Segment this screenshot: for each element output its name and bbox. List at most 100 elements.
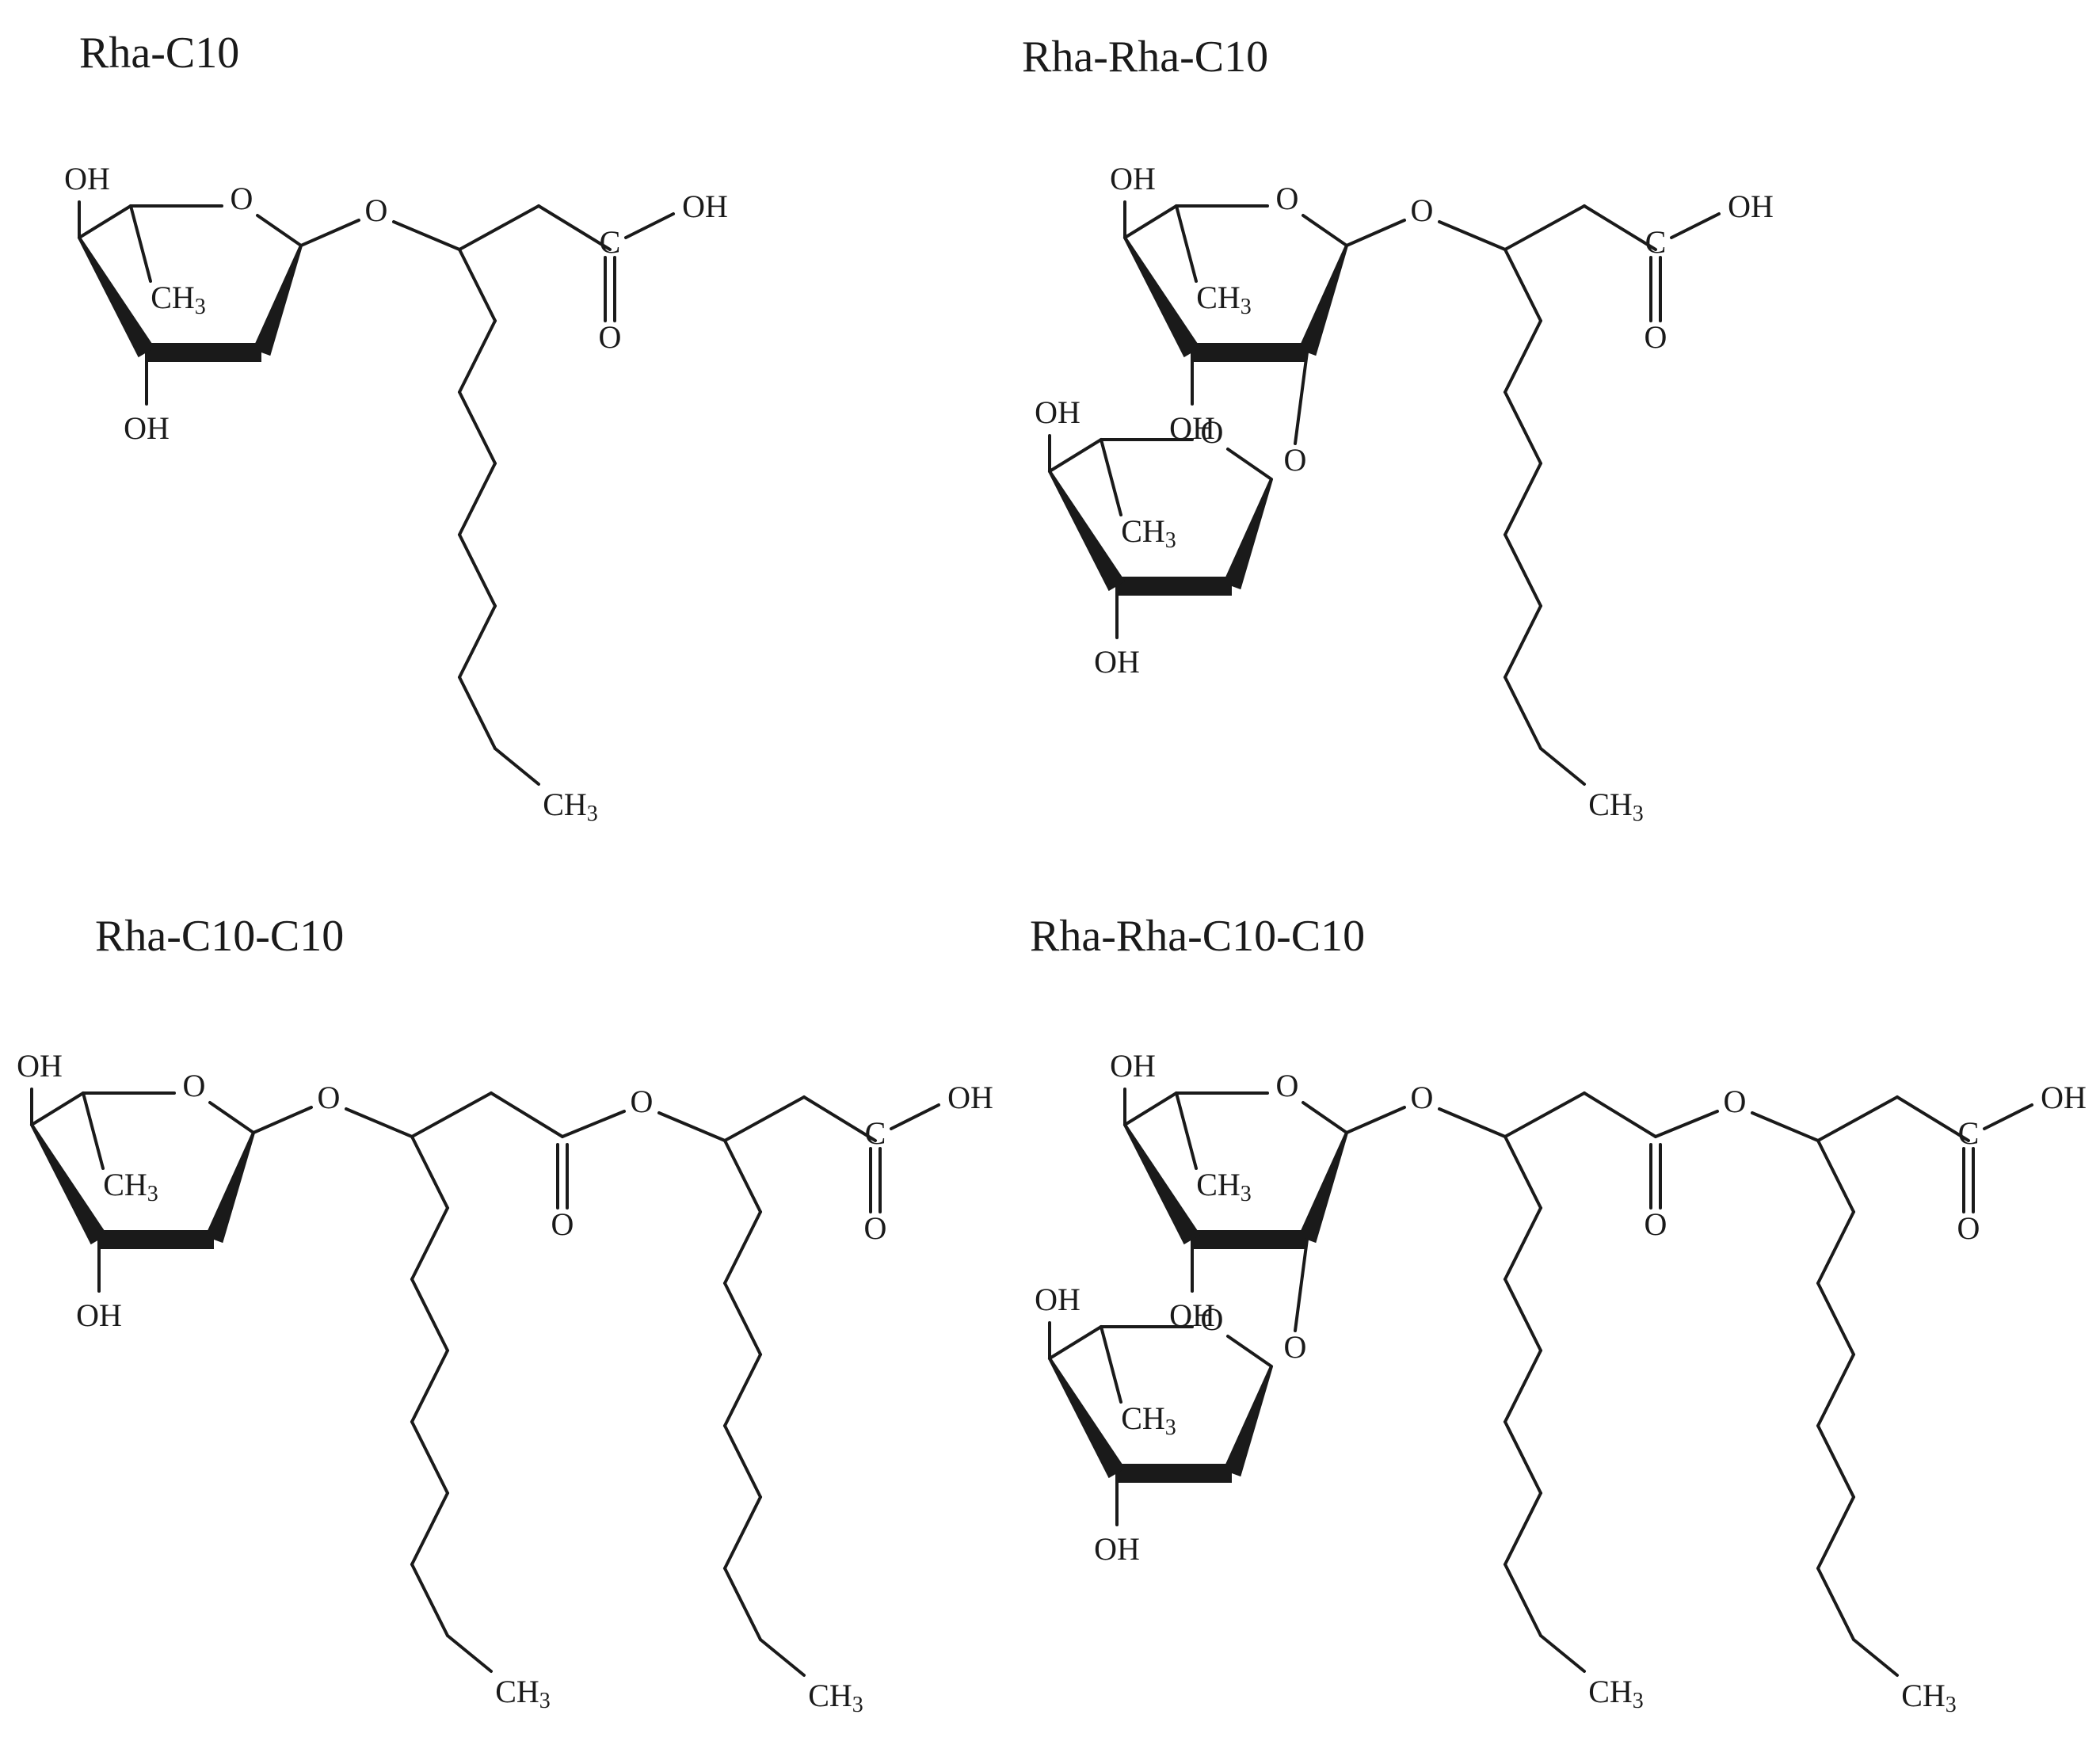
wedge-bond bbox=[1222, 1366, 1273, 1477]
bond bbox=[723, 1139, 762, 1213]
bond bbox=[30, 1091, 85, 1126]
bond bbox=[458, 533, 497, 608]
methyl-label: CH3 bbox=[1196, 280, 1252, 319]
bond bbox=[1816, 1139, 1855, 1213]
bond bbox=[1816, 1282, 1855, 1356]
bond bbox=[1583, 204, 1657, 251]
bond bbox=[723, 1424, 762, 1499]
bond bbox=[410, 1349, 449, 1423]
bond bbox=[1048, 1325, 1103, 1360]
bond bbox=[1345, 219, 1406, 247]
bond bbox=[256, 214, 303, 247]
hydroxyl-label: OH bbox=[64, 161, 110, 196]
bond bbox=[1816, 1353, 1855, 1427]
bond bbox=[1294, 351, 1309, 445]
bond bbox=[1539, 1634, 1586, 1673]
bond bbox=[490, 1091, 564, 1138]
wedge-bond bbox=[1117, 577, 1232, 596]
wedge-bond bbox=[204, 1132, 255, 1244]
bond bbox=[1504, 533, 1542, 608]
bond bbox=[1302, 214, 1348, 247]
bond bbox=[458, 319, 497, 394]
wedge-bond bbox=[99, 1230, 214, 1249]
bond bbox=[1294, 1238, 1309, 1332]
bond bbox=[410, 1491, 449, 1566]
hydroxyl-label: OH bbox=[1035, 394, 1080, 430]
wedge-bond bbox=[147, 343, 261, 362]
ring-oxygen-label: O bbox=[183, 1068, 206, 1103]
title-rha-c10-c10: Rha-C10-C10 bbox=[95, 912, 344, 961]
bond bbox=[129, 204, 152, 283]
carbonyl-oxygen-label: O bbox=[551, 1206, 574, 1242]
bond bbox=[723, 1567, 762, 1641]
bond bbox=[1345, 1106, 1406, 1134]
wedge-bond bbox=[1192, 343, 1307, 362]
bond bbox=[537, 204, 612, 251]
wedge-bond bbox=[1222, 478, 1273, 590]
bond bbox=[1302, 1101, 1348, 1134]
methyl-label: CH3 bbox=[543, 787, 598, 826]
hydroxyl-label: OH bbox=[947, 1080, 993, 1115]
methyl-label: CH3 bbox=[1901, 1678, 1957, 1717]
bond bbox=[1816, 1567, 1855, 1641]
bond bbox=[1751, 1111, 1820, 1142]
bond bbox=[1816, 1424, 1855, 1499]
ether-oxygen-label: O bbox=[1411, 1080, 1434, 1115]
methyl-label: CH3 bbox=[1588, 1674, 1644, 1713]
bond bbox=[1504, 604, 1542, 679]
carbon-label: C bbox=[600, 224, 621, 260]
hydroxyl-label: OH bbox=[1110, 161, 1156, 196]
bond bbox=[1896, 1095, 1970, 1142]
title-rha-rha-c10: Rha-Rha-C10 bbox=[1022, 32, 1268, 82]
bond bbox=[1816, 1095, 1899, 1142]
bond bbox=[78, 204, 132, 239]
hydroxyl-label: OH bbox=[1094, 644, 1140, 680]
bond bbox=[458, 462, 497, 536]
hydroxyl-label: OH bbox=[682, 189, 728, 224]
bond bbox=[1504, 1135, 1542, 1210]
bond bbox=[410, 1135, 449, 1210]
hydroxyl-label: OH bbox=[1728, 189, 1774, 224]
wedge-bond bbox=[1117, 1464, 1232, 1483]
wedge-bond bbox=[252, 245, 303, 356]
bond bbox=[208, 1101, 255, 1134]
bond bbox=[299, 219, 360, 247]
bond bbox=[410, 1420, 449, 1495]
bond bbox=[458, 676, 497, 750]
carbonyl-oxygen-label: O bbox=[1957, 1210, 1980, 1246]
bond bbox=[723, 1353, 762, 1427]
carbonyl-oxygen-label: O bbox=[864, 1210, 887, 1246]
bond bbox=[1539, 747, 1586, 786]
bond bbox=[252, 1106, 313, 1134]
bond bbox=[723, 1495, 762, 1570]
bond bbox=[1504, 1491, 1542, 1566]
bond bbox=[1504, 319, 1542, 394]
bond bbox=[1504, 676, 1542, 750]
bond bbox=[1983, 1103, 2033, 1130]
carbonyl-oxygen-label: O bbox=[599, 319, 622, 355]
bond bbox=[410, 1091, 493, 1138]
wedge-bond bbox=[1123, 236, 1201, 358]
molecule-drawings: OHOCH3OHOCH3OCOHOHOCH3OHOOHOCH3OHOCH3OCO… bbox=[17, 161, 2087, 1717]
glycosidic-oxygen-label: O bbox=[1284, 1329, 1307, 1365]
wedge-bond bbox=[1048, 1357, 1126, 1479]
methyl-label: CH3 bbox=[495, 1674, 551, 1713]
bond bbox=[1583, 1091, 1657, 1138]
bond bbox=[723, 1210, 762, 1285]
bond bbox=[624, 212, 675, 239]
bond bbox=[1504, 1420, 1542, 1495]
carbon-label: C bbox=[1645, 224, 1667, 260]
wedge-bond bbox=[1192, 1230, 1307, 1249]
title-rha-c10: Rha-C10 bbox=[79, 29, 239, 78]
bond bbox=[1438, 1107, 1507, 1138]
bond bbox=[1654, 1110, 1719, 1138]
carbonyl-oxygen-label: O bbox=[1645, 1206, 1667, 1242]
bond bbox=[82, 1091, 105, 1170]
bond bbox=[410, 1278, 449, 1352]
hydroxyl-label: OH bbox=[76, 1297, 122, 1333]
bond bbox=[1504, 248, 1542, 322]
bond bbox=[392, 220, 461, 251]
bond bbox=[458, 390, 497, 465]
ester-oxygen-label: O bbox=[1724, 1084, 1747, 1119]
title-rha-rha-c10-c10: Rha-Rha-C10-C10 bbox=[1030, 912, 1365, 961]
